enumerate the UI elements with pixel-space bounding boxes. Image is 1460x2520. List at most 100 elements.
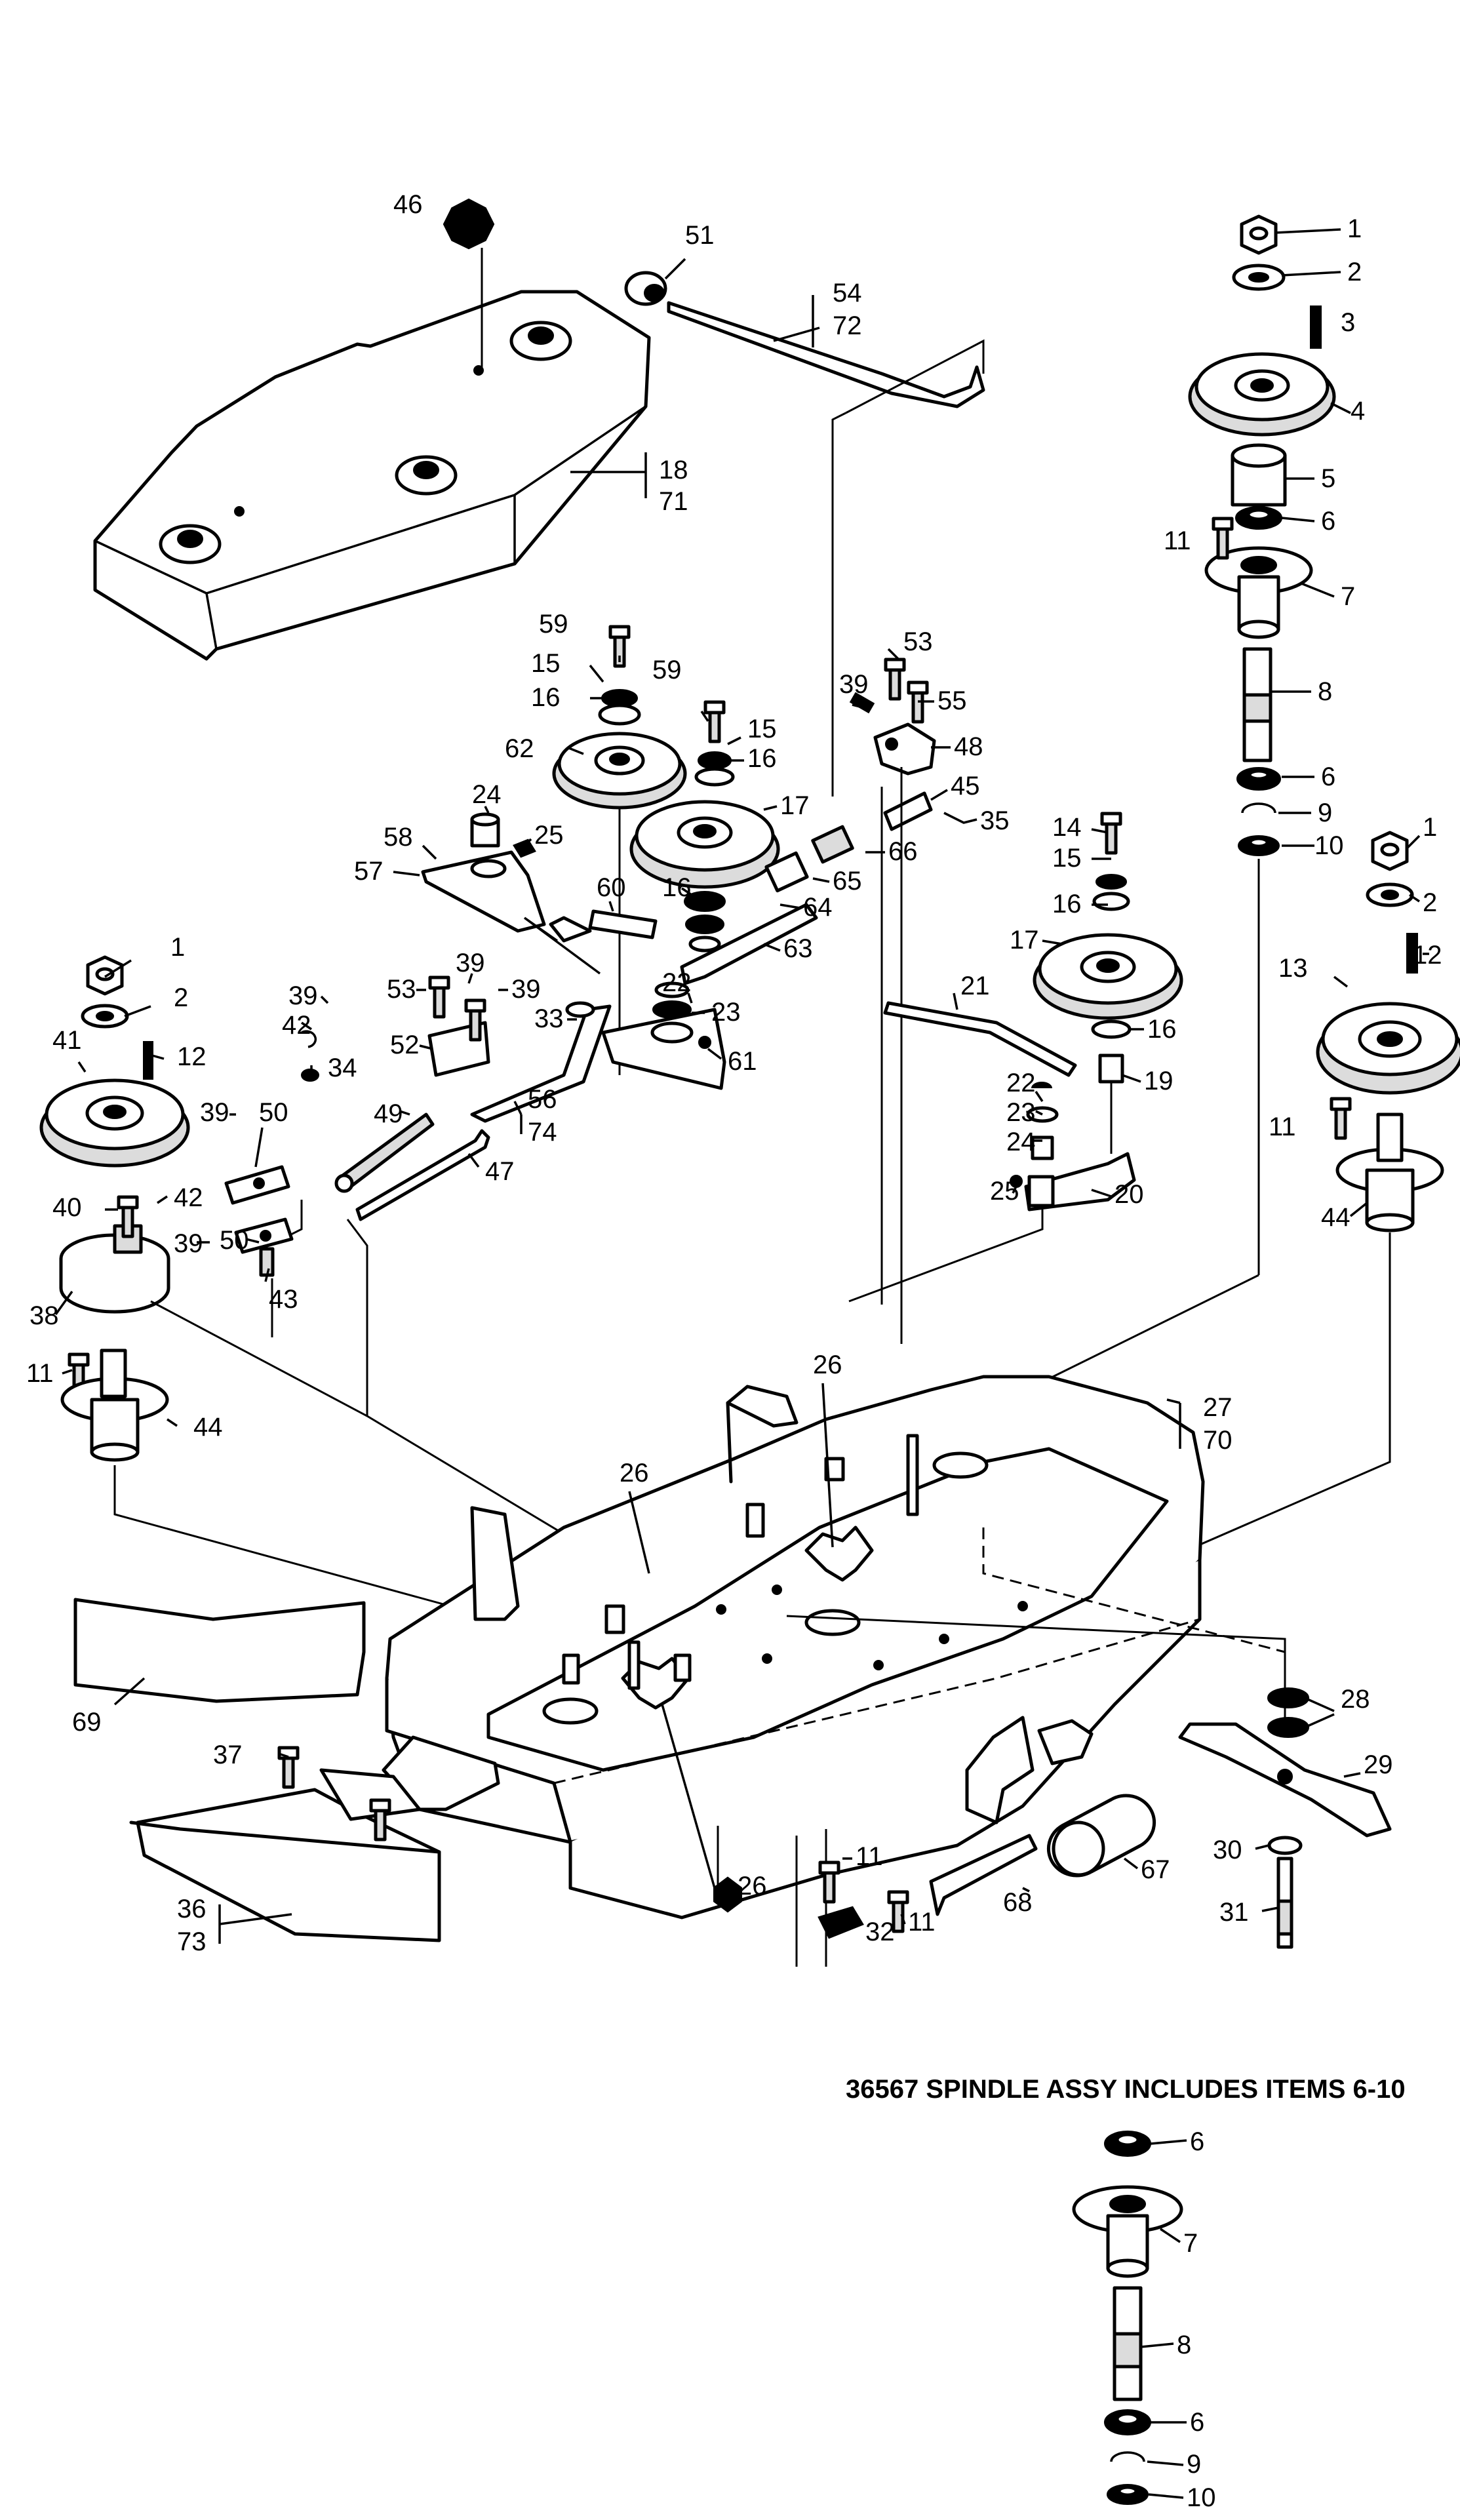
callout: 48: [954, 732, 983, 761]
callout: 69: [72, 1708, 102, 1737]
callout: 55: [937, 686, 967, 715]
callout: 25: [990, 1177, 1019, 1206]
callout: 74: [528, 1118, 557, 1147]
callout: 1: [1347, 214, 1362, 243]
deck-cover: [93, 290, 651, 661]
callout: 2: [1423, 888, 1437, 917]
spindle-assy-detail: [1072, 2131, 1183, 2505]
callout: 43: [269, 1285, 298, 1314]
callout: 54: [833, 279, 862, 307]
callout: 47: [485, 1157, 515, 1186]
callout: 49: [374, 1099, 403, 1128]
right-spindle-stack: [999, 216, 1336, 1404]
callout: 16: [662, 873, 692, 902]
callout: 17: [780, 791, 810, 820]
callout: 36: [177, 1895, 207, 1923]
callout: 39: [456, 949, 485, 977]
callout: 39: [288, 981, 318, 1010]
spindle-assy-caption: 36567 SPINDLE ASSY INCLUDES ITEMS 6-10: [846, 2075, 1406, 2104]
callout: 50: [220, 1226, 249, 1255]
callout: 42: [174, 1183, 203, 1212]
callout: 33: [534, 1004, 564, 1033]
callout: 15: [531, 649, 561, 678]
callout: 16: [531, 683, 561, 712]
callout: 2: [1347, 258, 1362, 286]
brackets-50: [224, 1030, 368, 1416]
callout: 15: [747, 715, 777, 743]
callout: 62: [505, 734, 534, 763]
callout: 1: [1423, 813, 1437, 842]
callout: 60: [597, 873, 626, 902]
callout: 70: [1203, 1426, 1233, 1455]
callout-numbers: 1 2 3 4 5 6 11 7 8 6 9 10 1 2 12 13 11 4…: [26, 190, 1442, 2512]
callout: 22: [1006, 1069, 1036, 1097]
callout: 12: [1413, 941, 1442, 970]
callout: 6: [1321, 507, 1335, 536]
callout: 73: [177, 1927, 207, 1956]
callout: 40: [52, 1193, 82, 1222]
idler-arm-bracket: [421, 812, 658, 943]
callout: 5: [1321, 464, 1335, 493]
callout: 42: [282, 1011, 311, 1040]
callout: 1: [170, 933, 185, 962]
callout: 13: [1278, 954, 1308, 983]
callout: 11: [26, 1359, 54, 1388]
callout: 46: [393, 190, 423, 219]
callout: 6: [1190, 2127, 1204, 2156]
callout: 51: [685, 221, 715, 250]
callout: 39: [174, 1229, 203, 1258]
callout: 57: [354, 857, 384, 886]
callout: 19: [1144, 1067, 1174, 1095]
callout: 64: [803, 893, 833, 922]
callout: 23: [1006, 1098, 1036, 1127]
callout: 3: [1341, 308, 1355, 337]
callout: 59: [652, 656, 682, 684]
callout: 9: [1187, 2450, 1201, 2479]
callout: 30: [1213, 1836, 1242, 1864]
callout: 41: [52, 1026, 82, 1055]
callout: 34: [328, 1053, 357, 1082]
callout: 15: [1052, 844, 1082, 873]
callout: 4: [1351, 397, 1365, 425]
callout: 50: [259, 1098, 288, 1127]
right-idler: [848, 814, 1183, 1303]
callout: 12: [177, 1042, 207, 1071]
callout: 61: [728, 1047, 757, 1076]
callout: 35: [980, 806, 1010, 835]
callout: 11: [908, 1908, 936, 1937]
callout: 6: [1321, 762, 1335, 791]
callout: 16: [1147, 1015, 1177, 1044]
callout: 16: [747, 744, 777, 773]
callout: 72: [833, 311, 862, 340]
callout: 8: [1177, 2331, 1191, 2359]
callout: 39: [200, 1098, 229, 1127]
callout: 71: [659, 487, 688, 516]
callout: 2: [174, 983, 188, 1012]
callout: 37: [213, 1741, 243, 1769]
callout: 26: [738, 1872, 767, 1900]
callout: 24: [472, 780, 502, 809]
callout: 32: [865, 1918, 895, 1946]
callout: 10: [1314, 831, 1344, 860]
discharge-parts: [73, 1598, 441, 1942]
callout: 26: [620, 1459, 649, 1487]
lift-link: [427, 916, 726, 1123]
left-spindle-stack: [39, 957, 571, 1640]
callout: 11: [856, 1842, 883, 1871]
callout: 68: [1003, 1888, 1033, 1917]
leader-lines: [54, 209, 1429, 2499]
idler-pulleys: [552, 627, 780, 1075]
callout: 53: [387, 975, 416, 1004]
tension-linkage: [680, 660, 977, 1344]
callout: 20: [1115, 1180, 1144, 1209]
callout: 17: [1010, 926, 1039, 955]
callout: 31: [1219, 1898, 1249, 1927]
callout: 59: [539, 610, 568, 639]
callout: 23: [711, 998, 741, 1027]
callout: 45: [951, 772, 980, 800]
callout: 25: [534, 821, 564, 850]
callout: 7: [1341, 582, 1355, 611]
callout: 67: [1141, 1855, 1170, 1884]
